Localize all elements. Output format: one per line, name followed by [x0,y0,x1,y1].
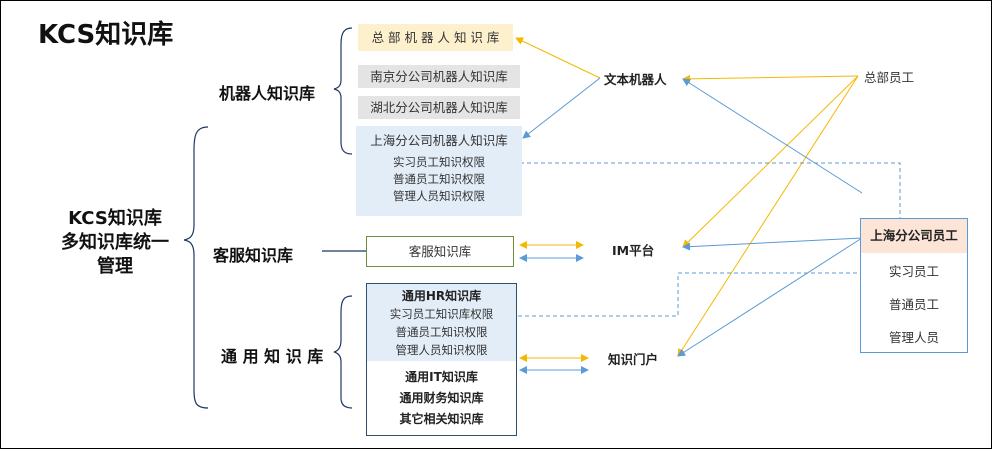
robot-brace [333,27,353,155]
page-title: KCS知识库 [38,20,174,50]
hr-kb: 通用HR知识库 [401,289,482,303]
arrow-sh-to-im [682,237,863,251]
role-manager: 管理人员 [888,330,939,345]
perm-regular: 普通员工知识权限 [393,172,485,186]
arrow-robot-to-hq [515,37,601,79]
shanghai-staff-title: 上海分公司员工 [861,219,967,253]
perm-manager: 管理人员知识权限 [393,189,485,203]
category-general-kb: 通 用 知 识 库 [221,347,324,366]
hr-kb-section: 通用HR知识库 实习员工知识库权限 普通员工知识权限 管理人员知识权限 [367,284,516,361]
arrow-hq-to-portal [677,75,859,357]
category-cs-kb: 客服知识库 [213,246,294,265]
knowledge-portal-channel: 知识门户 [608,352,659,367]
category-robot-kb: 机器人知识库 [219,84,316,103]
perm-intern: 实习员工知识权限 [393,155,485,169]
im-platform-channel: IM平台 [612,243,655,258]
role-regular: 普通员工 [888,297,939,312]
hr-perm-intern: 实习员工知识库权限 [389,307,494,321]
shanghai-staff-box: 上海分公司员工 实习员工 普通员工 管理人员 [860,218,968,353]
arrow-sh-to-portal [677,237,863,357]
main-brace [183,126,209,409]
hubei-robot-kb: 湖北分公司机器人知识库 [358,96,520,119]
hr-perm-manager: 管理人员知识权限 [395,343,488,357]
dashed-link-robot-perms [492,162,901,218]
other-kb: 其它相关知识库 [399,412,484,426]
main-label-line-3: 管理 [97,256,133,277]
finance-kb: 通用财务知识库 [399,391,484,405]
shanghai-perm-list: 实习员工知识权限 普通员工知识权限 管理人员知识权限 [356,154,522,205]
nanjing-robot-kb: 南京分公司机器人知识库 [358,65,520,88]
staff-roles: 实习员工 普通员工 管理人员 [861,255,967,354]
main-label-line-1: KCS知识库 [68,208,162,229]
general-brace [333,295,353,409]
it-kb: 通用IT知识库 [405,370,478,384]
arrow-hq-to-robot [682,74,859,83]
arrow-hq-to-im [682,75,859,248]
shanghai-robot-kb-panel: 上海分公司机器人知识库 实习员工知识权限 普通员工知识权限 管理人员知识权限 [356,126,522,216]
main-label: KCS知识库 多知识库统一 管理 [40,207,190,279]
role-intern: 实习员工 [888,264,939,279]
hq-staff: 总部员工 [864,70,915,85]
arrow-sh-to-robot [682,78,863,194]
hr-perm-regular: 普通员工知识权限 [395,325,488,339]
general-kb-box: 通用HR知识库 实习员工知识库权限 普通员工知识权限 管理人员知识权限 通用IT… [366,283,517,436]
shanghai-robot-kb: 上海分公司机器人知识库 [370,133,508,148]
text-robot-channel: 文本机器人 [604,72,667,87]
cs-kb-box: 客服知识库 [366,236,514,267]
dashed-link-hr-perms [490,272,862,317]
arrow-robot-to-shanghai [522,77,601,139]
hq-robot-kb: 总 部 机 器 人 知 识 库 [358,24,513,51]
main-label-line-2: 多知识库统一 [61,232,169,253]
